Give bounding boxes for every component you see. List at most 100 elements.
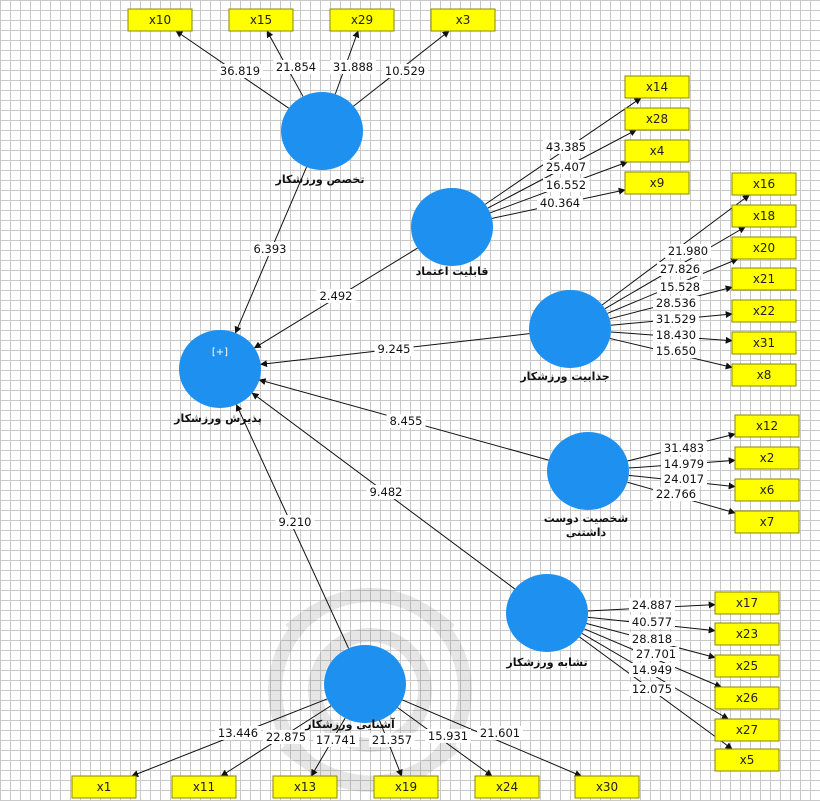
latent-variable-shakhsiyat[interactable]	[547, 432, 629, 510]
indicator-x16[interactable]: x16	[731, 172, 797, 196]
indicator-x5[interactable]: x5	[714, 748, 780, 772]
indicator-box[interactable]	[329, 8, 395, 32]
latent-variable-circle[interactable]	[411, 188, 493, 266]
indicator-x28[interactable]: x28	[624, 107, 690, 131]
indicator-x21[interactable]: x21	[731, 267, 797, 291]
indicator-box[interactable]	[714, 718, 780, 742]
indicator-x14[interactable]: x14	[624, 75, 690, 99]
latent-variable-circle[interactable]	[529, 290, 611, 368]
indicator-x9[interactable]: x9	[624, 171, 690, 195]
indicator-label: x13	[294, 780, 316, 794]
indicator-box[interactable]	[624, 171, 690, 195]
indicator-x11[interactable]: x11	[171, 775, 237, 799]
indicator-x2[interactable]: x2	[734, 446, 800, 470]
latent-variable-jazabiyat[interactable]	[529, 290, 611, 368]
latent-variable-circle[interactable]	[179, 330, 261, 408]
indicator-label: x31	[753, 336, 775, 350]
indicator-box[interactable]	[714, 748, 780, 772]
loading-value-x14-bg	[543, 140, 589, 154]
latent-variable-circle[interactable]	[506, 574, 588, 652]
loading-value-x11-bg	[263, 730, 309, 744]
indicator-x26[interactable]: x26	[714, 686, 780, 710]
latent-variable-circle[interactable]	[324, 645, 406, 723]
indicator-box[interactable]	[731, 236, 797, 260]
indicator-x30[interactable]: x30	[574, 775, 640, 799]
loading-value-x7-bg	[653, 487, 699, 501]
indicator-box[interactable]	[731, 267, 797, 291]
loading-value-x2: 14.979	[664, 457, 704, 471]
indicator-x15[interactable]: x15	[228, 8, 294, 32]
latent-variable-takhasos[interactable]	[281, 92, 363, 170]
indicator-label: x30	[596, 780, 618, 794]
indicator-box[interactable]	[373, 775, 439, 799]
indicator-box[interactable]	[127, 8, 193, 32]
latent-variable-circle[interactable]	[547, 432, 629, 510]
indicator-x19[interactable]: x19	[373, 775, 439, 799]
indicator-x29[interactable]: x29	[329, 8, 395, 32]
indicator-box[interactable]	[624, 107, 690, 131]
indicator-x22[interactable]: x22	[731, 299, 797, 323]
indicator-x23[interactable]: x23	[714, 622, 780, 646]
indicator-box[interactable]	[624, 75, 690, 99]
indicator-box[interactable]	[734, 510, 800, 534]
indicator-x10[interactable]: x10	[127, 8, 193, 32]
indicator-label: x5	[740, 753, 755, 767]
indicator-x18[interactable]: x18	[731, 204, 797, 228]
indicator-x13[interactable]: x13	[272, 775, 338, 799]
indicator-label: x24	[496, 780, 518, 794]
indicator-box[interactable]	[71, 775, 137, 799]
indicator-label: x14	[646, 80, 668, 94]
indicator-box[interactable]	[714, 622, 780, 646]
indicator-box[interactable]	[474, 775, 540, 799]
indicator-label: x25	[736, 659, 758, 673]
indicator-x3[interactable]: x3	[430, 8, 496, 32]
loading-value-x30: 21.601	[480, 726, 520, 740]
indicator-box[interactable]	[430, 8, 496, 32]
indicator-box[interactable]	[734, 414, 800, 438]
indicator-x24[interactable]: x24	[474, 775, 540, 799]
loading-value-x20: 15.528	[660, 280, 700, 294]
latent-variable-tashaboh[interactable]	[506, 574, 588, 652]
indicator-box[interactable]	[714, 591, 780, 615]
indicator-x17[interactable]: x17	[714, 591, 780, 615]
loading-value-x29-bg	[330, 60, 376, 74]
indicator-label: x28	[646, 112, 668, 126]
indicator-x31[interactable]: x31	[731, 331, 797, 355]
indicator-x20[interactable]: x20	[731, 236, 797, 260]
indicator-box[interactable]	[731, 331, 797, 355]
indicator-box[interactable]	[734, 478, 800, 502]
indicator-x6[interactable]: x6	[734, 478, 800, 502]
loading-value-x17: 24.887	[632, 598, 672, 612]
loading-value-x18: 27.826	[660, 262, 700, 276]
indicator-label: x19	[395, 780, 417, 794]
indicator-box[interactable]	[731, 299, 797, 323]
indicator-x7[interactable]: x7	[734, 510, 800, 534]
indicator-x12[interactable]: x12	[734, 414, 800, 438]
indicator-box[interactable]	[714, 654, 780, 678]
indicator-x27[interactable]: x27	[714, 718, 780, 742]
loading-value-x26-bg	[633, 647, 679, 661]
indicator-box[interactable]	[731, 363, 797, 387]
loading-value-x3: 10.529	[385, 64, 425, 78]
indicator-box[interactable]	[731, 172, 797, 196]
latent-variable-ashnaei[interactable]	[324, 645, 406, 723]
expand-badge[interactable]: [+]	[212, 347, 228, 358]
indicator-box[interactable]	[714, 686, 780, 710]
indicator-box[interactable]	[624, 139, 690, 163]
indicator-box[interactable]	[734, 446, 800, 470]
latent-variable-ghabeliyat[interactable]	[411, 188, 493, 266]
indicator-box[interactable]	[272, 775, 338, 799]
indicator-box[interactable]	[574, 775, 640, 799]
indicator-x25[interactable]: x25	[714, 654, 780, 678]
indicator-box[interactable]	[171, 775, 237, 799]
indicator-box[interactable]	[228, 8, 294, 32]
indicator-x4[interactable]: x4	[624, 139, 690, 163]
latent-variable-paziresh[interactable]: [+]	[179, 330, 261, 408]
loading-value-x31: 18.430	[656, 328, 696, 342]
latent-variable-circle[interactable]	[281, 92, 363, 170]
indicator-box[interactable]	[731, 204, 797, 228]
indicator-x8[interactable]: x8	[731, 363, 797, 387]
indicator-x1[interactable]: x1	[71, 775, 137, 799]
loading-value-x23-bg	[629, 615, 675, 629]
